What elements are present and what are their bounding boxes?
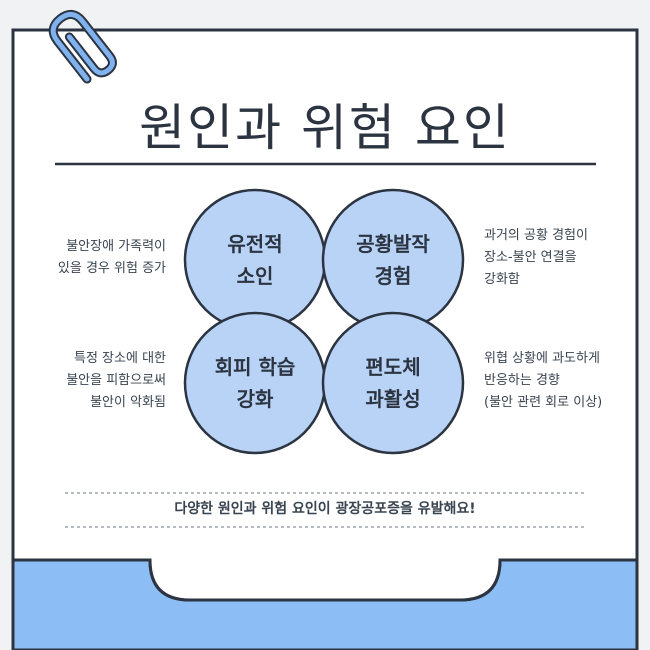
side-note-line: 특정 장소에 대한 — [74, 351, 166, 366]
circle-label-line: 강화 — [236, 387, 274, 411]
footer-note: 다양한 원인과 위험 요인이 광장공포증을 유발해요! — [174, 501, 476, 517]
side-note-line: 불안을 피함으로써 — [66, 373, 166, 388]
bottom-tab — [148, 559, 502, 602]
circle-label-line: 공황발작 — [356, 232, 430, 256]
circle-label-line: 경험 — [374, 264, 412, 288]
circle-label-line: 과활성 — [365, 387, 421, 411]
side-note-line: 강화함 — [484, 272, 520, 287]
side-note-top-right: 과거의 공황 경험이 장소-불안 연결을 강화함 — [484, 225, 624, 291]
side-note-line: 반응하는 경향 — [484, 373, 560, 388]
side-note-top-left: 불안장애 가족력이 있을 경우 위험 증가 — [26, 236, 166, 280]
circle-label-panic-experience: 공황발작 경험 — [323, 228, 463, 292]
circle-label-line: 편도체 — [365, 355, 421, 379]
page-title: 원인과 위험 요인 — [139, 99, 511, 157]
circle-label-line: 소인 — [236, 264, 274, 288]
circle-amygdala — [321, 311, 465, 455]
paperclip-icon — [48, 10, 117, 84]
side-note-line: 있을 경우 위험 증가 — [57, 261, 166, 276]
side-note-line: 과거의 공황 경험이 — [484, 228, 588, 243]
circle-label-genetic: 유전적 소인 — [185, 228, 325, 292]
side-note-line: 불안이 악화됨 — [90, 395, 166, 410]
circle-label-avoidance: 회피 학습 강화 — [185, 351, 325, 415]
side-note-line: (불안 관련 회로 이상) — [484, 395, 603, 410]
side-note-bottom-right: 위협 상황에 과도하게 반응하는 경향 (불안 관련 회로 이상) — [484, 348, 634, 414]
side-note-bottom-left: 특정 장소에 대한 불안을 피함으로써 불안이 악화됨 — [26, 348, 166, 414]
circle-label-line: 유전적 — [227, 232, 283, 256]
side-note-line: 위협 상황에 과도하게 — [484, 351, 600, 366]
card-panel — [11, 28, 639, 650]
side-note-line: 불안장애 가족력이 — [66, 239, 166, 254]
side-note-line: 장소-불안 연결을 — [484, 250, 577, 265]
circle-label-line: 회피 학습 — [214, 355, 296, 379]
circle-label-amygdala: 편도체 과활성 — [323, 351, 463, 415]
